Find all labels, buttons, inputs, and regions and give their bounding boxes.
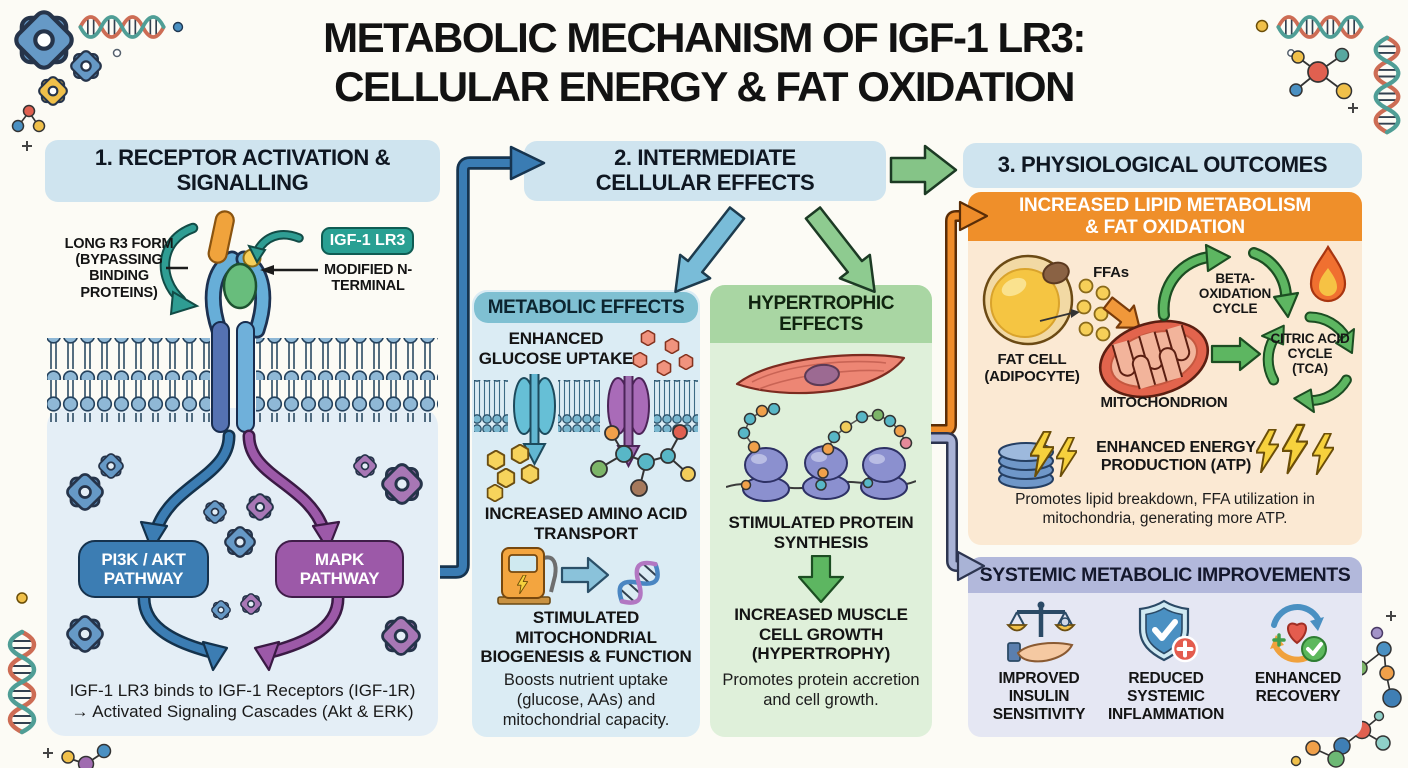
panel-metabolic-effects: METABOLIC EFFECTS ENHANCED GLUCOSE UPTAK… bbox=[472, 290, 700, 737]
mitochondrial-biogenesis-label: STIMULATED MITOCHONDRIAL BIOGENESIS & FU… bbox=[480, 608, 692, 667]
title-line1: METABOLIC MECHANISM OF IGF-1 LR3: bbox=[323, 14, 1086, 61]
igf1-lr3-ligand-icon bbox=[207, 210, 235, 264]
fat-cell-icon bbox=[982, 254, 1080, 346]
fuel-pump-icon bbox=[497, 547, 558, 605]
systemic-header: SYSTEMIC METABOLIC IMPROVEMENTS bbox=[968, 557, 1362, 593]
fat-cell-label: FAT CELL (ADIPOCYTE) bbox=[984, 351, 1080, 385]
hypertrophic-effects-header: HYPERTROPHIC EFFECTS bbox=[710, 285, 932, 343]
flame-icon bbox=[1309, 244, 1347, 303]
ffas-label: FFAs bbox=[1093, 264, 1129, 281]
mitochondrion-label: MITOCHONDRION bbox=[1100, 394, 1228, 411]
ffa-dots-icon bbox=[1076, 278, 1111, 342]
right-arrow-icon bbox=[560, 556, 610, 594]
annotation-arrows bbox=[159, 222, 318, 316]
shield-check-icon bbox=[1138, 599, 1199, 663]
protein-synthesis-label: STIMULATED PROTEIN SYNTHESIS bbox=[728, 513, 914, 552]
section1-caption: IGF-1 LR3 binds to IGF-1 Receptors (IGF-… bbox=[53, 681, 432, 722]
ffa-arrow-icon bbox=[1102, 296, 1141, 329]
title-line2: CELLULAR ENERGY & FAT OXIDATION bbox=[334, 62, 1075, 110]
insulin-sensitivity-label: IMPROVED INSULIN SENSITIVITY bbox=[992, 670, 1086, 723]
peptide-beads bbox=[737, 403, 913, 491]
biogenesis-icons bbox=[497, 547, 660, 605]
atp-production-label: ENHANCED ENERGY PRODUCTION (ATP) bbox=[1096, 439, 1256, 474]
receptor-signalling-illustration bbox=[47, 210, 438, 736]
section1-caption-line2: → Activated Signaling Cascades (Akt & ER… bbox=[71, 701, 414, 721]
cell-interior bbox=[47, 408, 438, 736]
hypertrophic-caption: Promotes protein accretion and cell grow… bbox=[722, 671, 920, 709]
igf1-receptor-icon bbox=[204, 210, 272, 433]
enhanced-glucose-uptake-label: ENHANCED GLUCOSE UPTAKE bbox=[478, 329, 634, 368]
pi3k-akt-pathway-box: PI3K / AKT PATHWAY bbox=[78, 540, 209, 598]
panel-hypertrophic-effects: HYPERTROPHIC EFFECTS bbox=[710, 285, 932, 737]
membrane-transport-illustration bbox=[474, 374, 698, 502]
mapk-pathway-box: MAPK PATHWAY bbox=[275, 540, 404, 598]
cascade-arrows bbox=[137, 429, 345, 672]
down-arrow-icon bbox=[798, 555, 844, 603]
arrow-2-to-3 bbox=[889, 144, 958, 196]
tca-cycle-label: CITRIC ACID CYCLE (TCA) bbox=[1270, 331, 1350, 377]
igf1-lr3-badge: IGF-1 LR3 bbox=[321, 227, 414, 255]
mitochondrion-icon bbox=[1098, 319, 1210, 399]
panel-systemic-improvements: SYSTEMIC METABOLIC IMPROVEMENTS IMPROVED… bbox=[968, 557, 1362, 737]
recovery-cycle-icon bbox=[1270, 604, 1327, 663]
beta-oxidation-label: BETA-OXIDATION CYCLE bbox=[1198, 271, 1272, 317]
metabolic-effects-header: METABOLIC EFFECTS bbox=[474, 292, 698, 323]
beta-oxidation-arrows bbox=[1157, 243, 1300, 321]
amino-acid-molecule-icon bbox=[590, 424, 696, 497]
fat-oxidation-illustration bbox=[982, 243, 1355, 489]
cell-membrane-icon bbox=[47, 338, 438, 422]
muscle-growth-label: INCREASED MUSCLE CELL GROWTH (HYPERTROPH… bbox=[734, 605, 908, 664]
amino-acid-transport-label: INCREASED AMINO ACID TRANSPORT bbox=[484, 504, 688, 543]
section2-header: 2. INTERMEDIATE CELLULAR EFFECTS bbox=[524, 141, 886, 201]
ribosome-protein-synthesis-icon bbox=[726, 403, 916, 502]
inflammation-label: REDUCED SYSTEMIC INFLAMMATION bbox=[1107, 670, 1225, 723]
panel-receptor-activation: 1. RECEPTOR ACTIVATION & SIGNALLING bbox=[45, 140, 440, 740]
section3-header: 3. PHYSIOLOGICAL OUTCOMES bbox=[963, 143, 1362, 188]
section1-caption-line1: IGF-1 LR3 binds to IGF-1 Receptors (IGF-… bbox=[69, 681, 416, 700]
modified-n-terminal-label: MODIFIED N-TERMINAL bbox=[323, 262, 412, 295]
lipid-caption: Promotes lipid breakdown, FFA utilizatio… bbox=[1015, 491, 1315, 527]
metabolic-caption: Boosts nutrient uptake (glucose, AAs) an… bbox=[502, 671, 670, 729]
recovery-label: ENHANCED RECOVERY bbox=[1254, 670, 1342, 705]
muscle-cell-icon bbox=[735, 353, 906, 395]
mito-to-tca-arrow bbox=[1210, 336, 1262, 372]
section1-header: 1. RECEPTOR ACTIVATION & SIGNALLING bbox=[45, 140, 440, 202]
insulin-balance-icon bbox=[1006, 601, 1076, 663]
page-title: METABOLIC MECHANISM OF IGF-1 LR3: CELLUL… bbox=[0, 14, 1408, 111]
panel-lipid-metabolism: INCREASED LIPID METABOLISM & FAT OXIDATI… bbox=[968, 192, 1362, 545]
long-r3-label: LONG R3 FORM (BYPASSING BINDING PROTEINS… bbox=[64, 236, 174, 301]
lipid-metabolism-header: INCREASED LIPID METABOLISM & FAT OXIDATI… bbox=[968, 192, 1362, 241]
dna-helix-icon bbox=[617, 560, 660, 605]
tca-cycle-arrows bbox=[1261, 311, 1355, 414]
